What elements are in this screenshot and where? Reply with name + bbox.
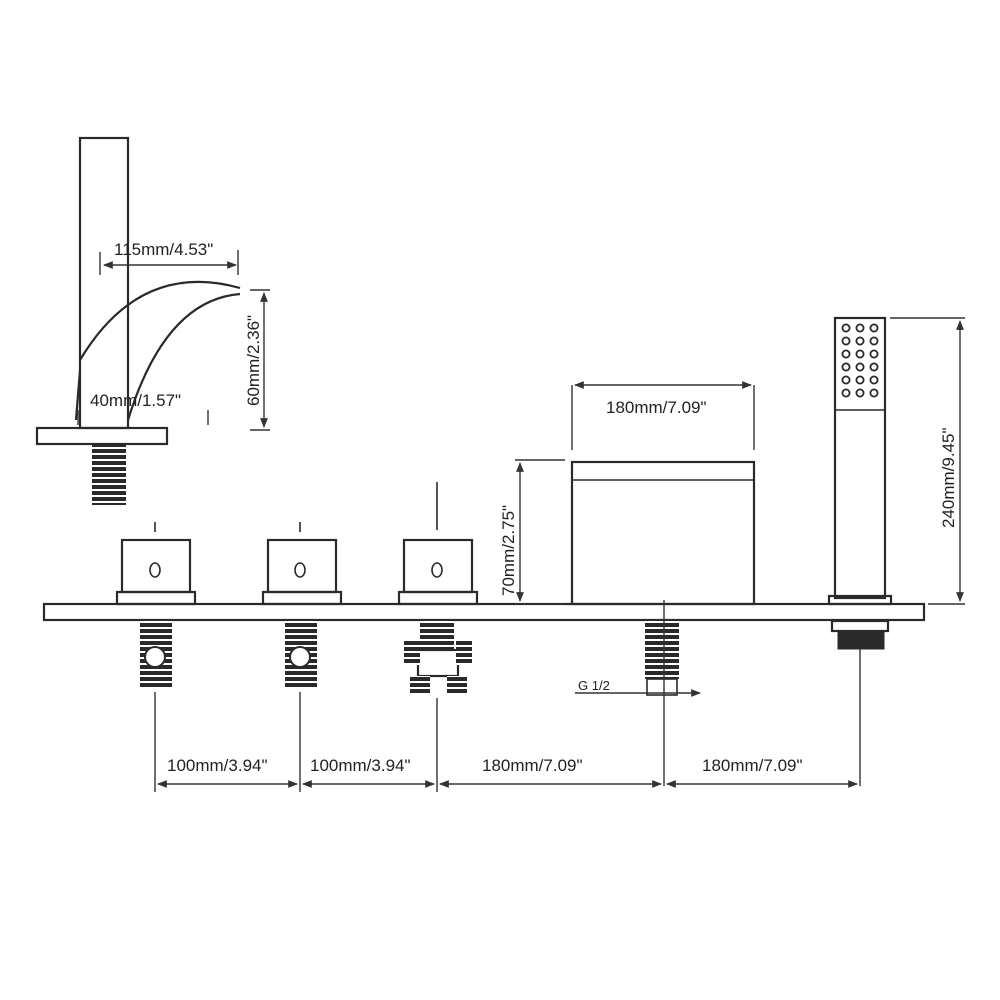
shower-spray-holes [841, 323, 879, 398]
spray-hole [841, 362, 851, 372]
thread-label: G 1/2 [578, 678, 610, 693]
spray-hole [841, 323, 851, 333]
spacing-label-2: 100mm/3.94" [310, 756, 411, 775]
spray-hole [841, 349, 851, 359]
spout-side-view [35, 136, 270, 505]
spray-hole [869, 336, 879, 346]
spout-height-label: 60mm/2.36" [244, 315, 263, 406]
spray-hole [841, 375, 851, 385]
spout-reach-label: 115mm/4.53" [114, 240, 213, 259]
shower-height-label: 240mm/9.45" [939, 427, 958, 528]
spray-hole [869, 362, 879, 372]
spray-hole [855, 375, 865, 385]
handle-diverter [397, 482, 479, 694]
spray-hole [855, 349, 865, 359]
spout-base-label: 40mm/1.57" [90, 391, 181, 410]
waterfall-height-label: 70mm/2.75" [499, 505, 518, 596]
spray-hole [855, 362, 865, 372]
spray-hole [841, 388, 851, 398]
spacing-label-3: 180mm/7.09" [482, 756, 583, 775]
waterfall-spout [515, 381, 756, 786]
spacing-label-1: 100mm/3.94" [167, 756, 268, 775]
spray-hole [855, 323, 865, 333]
deck-plate [42, 602, 926, 622]
hand-shower [827, 316, 965, 786]
handle-hot [115, 522, 197, 689]
handle-cold [261, 522, 343, 689]
spray-hole [869, 323, 879, 333]
spray-hole [855, 388, 865, 398]
spray-hole [869, 375, 879, 385]
spray-hole [869, 349, 879, 359]
spray-hole [841, 336, 851, 346]
spacing-dimension-lines [154, 692, 858, 792]
spacing-label-4: 180mm/7.09" [702, 756, 803, 775]
waterfall-width-label: 180mm/7.09" [606, 398, 707, 417]
spray-hole [869, 388, 879, 398]
spray-hole [855, 336, 865, 346]
